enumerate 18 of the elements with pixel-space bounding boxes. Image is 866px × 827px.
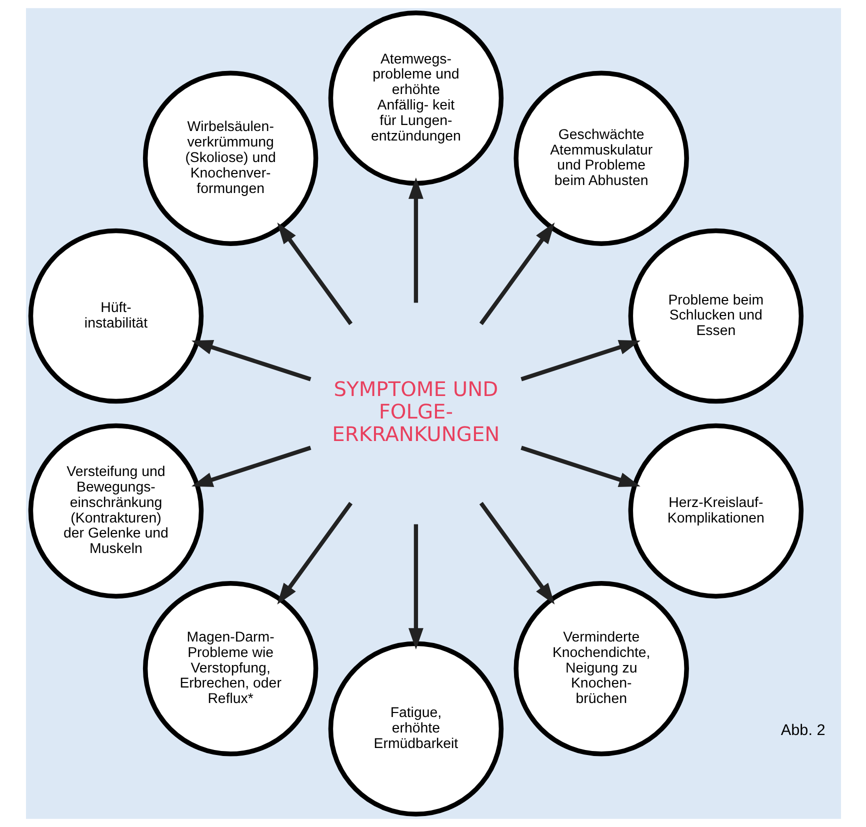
arrow <box>190 340 311 382</box>
node-text: SYMPTOME UND FOLGE- ERKRANKUNGEN <box>332 376 500 446</box>
arrow <box>408 177 423 303</box>
arrow <box>276 222 352 326</box>
arrow <box>276 502 352 604</box>
arrow <box>520 340 640 382</box>
node-circle: Herz-Kreislauf- Komplikationen <box>628 423 804 599</box>
node-circle: Atemwegs- probleme und erhöhte Anfällig- keit für Lungen- entzündungen <box>328 10 504 186</box>
arrow <box>190 446 311 487</box>
arrow <box>478 222 554 326</box>
node-circle: Fatigue, erhöhte Ermüdbarkeit <box>328 641 504 817</box>
arrow <box>478 502 554 604</box>
arrow <box>520 446 640 487</box>
arrow <box>408 524 423 650</box>
node-circle: Hüft- instabilität <box>28 228 204 404</box>
node-circle: Probleme beim Schlucken und Essen <box>628 228 804 404</box>
node-circle: Versteifung und Bewegungs- einschränkung (Kontrakturen) der Gelenke und Muskeln <box>28 423 204 599</box>
label: Abb. 2 <box>780 722 825 739</box>
